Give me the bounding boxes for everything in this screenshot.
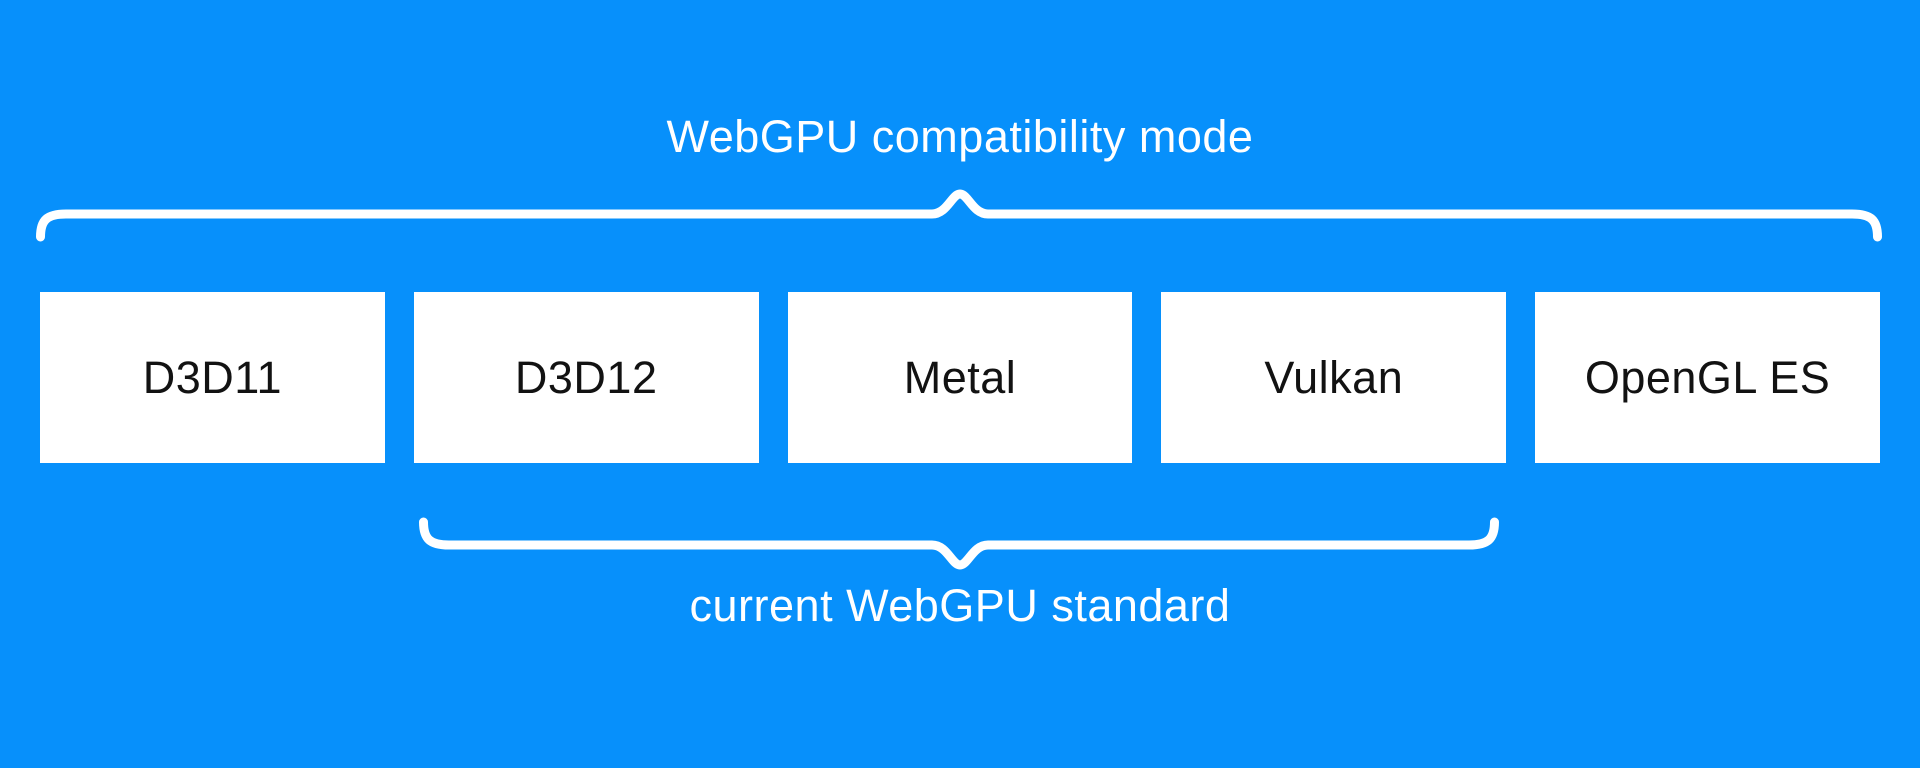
backend-box-opengl-es: OpenGL ES <box>1535 292 1880 463</box>
top-brace-icon <box>36 189 1882 242</box>
backend-box-d3d12: D3D12 <box>413 292 759 463</box>
backend-box-label: OpenGL ES <box>1584 351 1831 403</box>
backend-box-label: D3D11 <box>142 351 283 403</box>
bottom-brace-label: current WebGPU standard <box>689 580 1231 631</box>
backend-box-label: Metal <box>903 351 1017 403</box>
backend-box-label: D3D12 <box>514 351 658 403</box>
backend-box-vulkan: Vulkan <box>1161 292 1507 463</box>
bottom-brace-icon <box>419 517 1499 570</box>
top-brace-label: WebGPU compatibility mode <box>666 111 1254 162</box>
backend-box-d3d11: D3D11 <box>40 292 385 463</box>
backend-box-metal: Metal <box>787 292 1133 463</box>
backend-box-label: Vulkan <box>1264 351 1404 403</box>
backend-boxes-row: D3D11 D3D12 Metal Vulkan OpenGL ES <box>0 292 1920 463</box>
